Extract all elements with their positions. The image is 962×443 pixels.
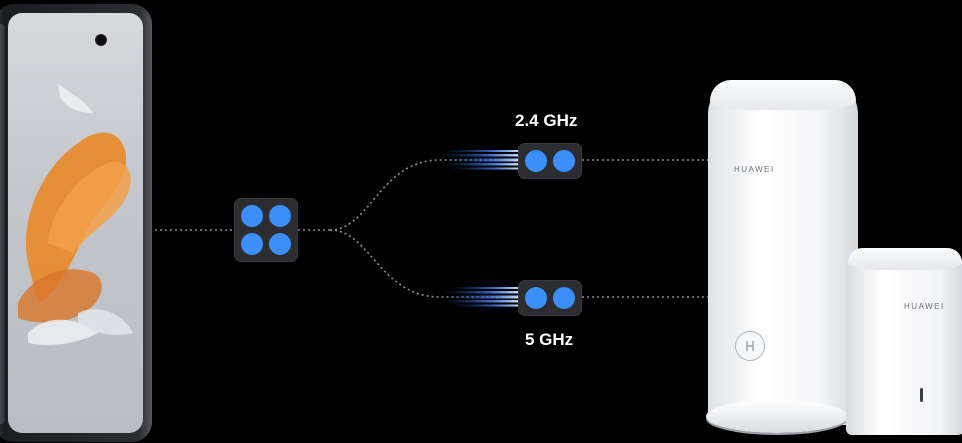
stream-dot [553,287,575,309]
front-camera [96,35,106,45]
lower-branch-line [329,229,518,298]
phone-screen [8,13,143,433]
phone-fold-edge [0,24,5,424]
satellite-brand-text: HUAWEI [904,302,945,311]
band-24-chip [518,143,582,179]
mesh-router-icon [708,80,858,425]
satellite-top-cap [848,248,962,270]
upper-branch-line [329,159,518,231]
stream-dot [553,150,575,172]
stream-dot [525,287,547,309]
stream-dot [241,205,263,227]
mesh-satellite-icon [846,248,962,435]
quad-stream-chip [234,198,298,262]
stream-dot [269,233,291,255]
lower-beam [441,287,520,307]
band-24-label: 2.4 GHz [515,111,578,130]
upper-beam [440,150,520,170]
band-5-chip [518,280,582,316]
stream-dot [269,205,291,227]
huawei-h-logo-icon [735,331,765,361]
stream-dot [525,150,547,172]
smartphone-icon [0,4,152,442]
status-led-icon [920,388,923,402]
stream-dot [241,233,263,255]
router-base [706,400,848,433]
router-top-cap [710,80,856,110]
router-brand-text: HUAWEI [734,165,775,174]
band-5-label: 5 GHz [525,330,574,349]
wallpaper-flower [18,83,133,345]
